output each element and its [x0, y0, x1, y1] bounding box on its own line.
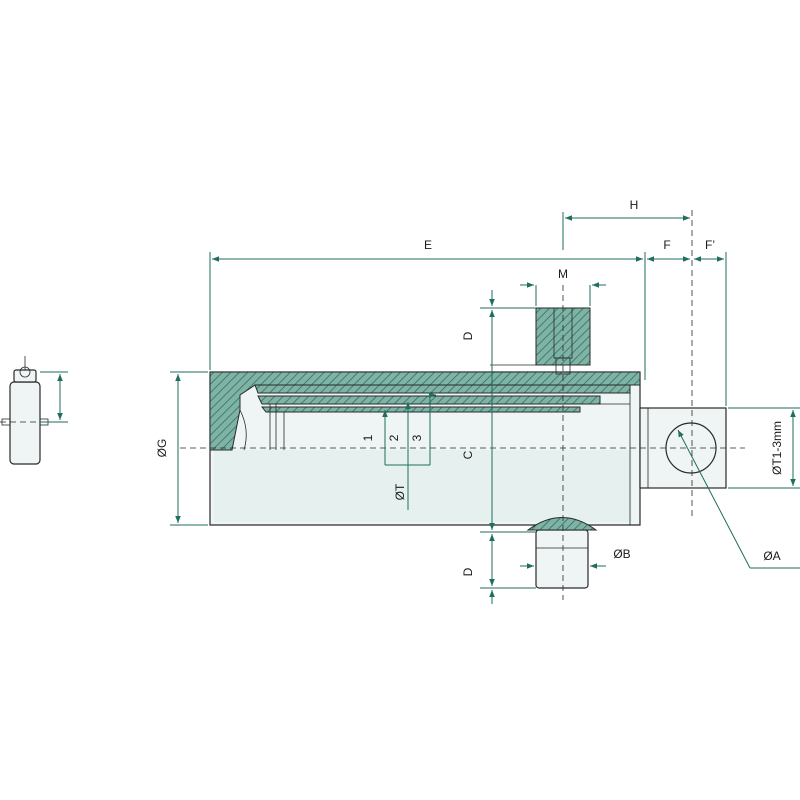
label-T1: ØT1-3mm [770, 421, 784, 475]
label-stage-1: 1 [361, 434, 375, 441]
side-view-thumbnail [0, 356, 68, 465]
cylinder-body [209, 307, 727, 589]
label-C: C [461, 450, 475, 459]
label-F: F [663, 238, 670, 252]
label-A: ØA [763, 549, 780, 563]
label-F-prime: F’ [705, 238, 715, 252]
label-H: H [630, 198, 639, 212]
label-B: ØB [613, 547, 630, 561]
label-stage-2: 2 [387, 434, 401, 441]
dimensions [170, 212, 800, 604]
label-stage-3: 3 [410, 434, 424, 441]
label-M: M [558, 267, 568, 281]
dimension-labels: E H F F’ M D D C ØG ØT ØT1-3mm ØA ØB 1 2… [155, 198, 784, 576]
label-D-bottom: D [461, 567, 475, 576]
centerlines [180, 210, 745, 600]
label-G: ØG [155, 439, 169, 458]
label-T: ØT [393, 483, 407, 500]
label-D-top: D [461, 331, 475, 340]
label-E: E [424, 238, 432, 252]
